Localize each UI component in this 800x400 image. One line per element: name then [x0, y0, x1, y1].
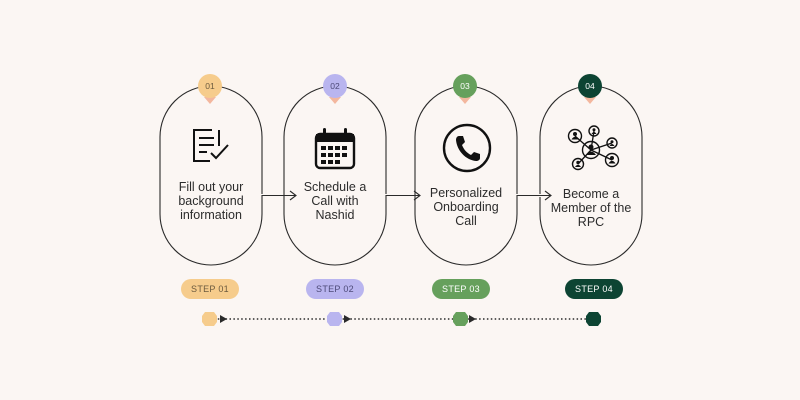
step-2-description-line-3: Nashid: [315, 208, 355, 222]
connector-2-3: [385, 194, 420, 197]
step-4-description-line-3: RPC: [577, 215, 605, 229]
connectors: [261, 190, 552, 201]
step-1-badge-pointer: [204, 97, 216, 104]
step-2-description-line-1: Schedule a: [303, 180, 367, 194]
step-4-description: Become a Member of the RPC: [541, 187, 641, 229]
step-2-badge: [323, 74, 347, 98]
connector-3-4-arrowhead: [544, 190, 552, 201]
step-3-capsule-outline: [414, 85, 518, 266]
network-people-icon: [567, 125, 620, 171]
timeline-node-3: [453, 312, 468, 326]
form-checklist-icon: [193, 129, 229, 162]
step-3-description-line-3: Call: [455, 214, 477, 228]
timeline-node-4: [586, 312, 601, 326]
connector-1-2: [261, 194, 296, 197]
step-2-capsule-outline: [283, 85, 387, 266]
connector-1-2-arrowhead: [289, 190, 297, 201]
step-3-badge-pointer: [459, 97, 471, 104]
step-3-description-line-1: Personalized: [429, 186, 503, 200]
connector-3-4: [516, 194, 551, 197]
step-3-description-line-2: Onboarding: [433, 200, 499, 214]
timeline-arrow-1: [220, 315, 227, 323]
timeline-node-1: [202, 312, 217, 326]
step-4-badge-number: 04: [585, 81, 595, 91]
step-1-badge: [198, 74, 222, 98]
step-4: 04: [539, 74, 643, 266]
step-1-pill: STEP 01: [181, 279, 239, 299]
phone-icon: [442, 123, 492, 173]
step-4-badge: [578, 74, 602, 98]
step-1-badge-number: 01: [205, 81, 215, 91]
step-2-badge-number: 02: [330, 81, 340, 91]
step-1-description-line-1: Fill out your: [178, 180, 244, 194]
timeline: [202, 312, 601, 326]
timeline-node-2: [327, 312, 342, 326]
step-2: 02: [283, 74, 387, 266]
step-3-badge: [453, 74, 477, 98]
step-1-description: Fill out your background information: [160, 180, 262, 222]
step-1-description-line-2: background: [178, 194, 244, 208]
timeline-arrow-2: [344, 315, 351, 323]
step-1-capsule-outline: [159, 85, 263, 266]
connector-2-3-arrowhead: [413, 190, 421, 201]
step-4-capsule-outline: [539, 85, 643, 266]
step-4-pill: STEP 04: [565, 279, 623, 299]
step-2-description: Schedule a Call with Nashid: [285, 180, 385, 222]
step-3-pill: STEP 03: [432, 279, 490, 299]
step-2-pill: STEP 02: [306, 279, 364, 299]
step-2-badge-pointer: [329, 97, 341, 104]
step-3: 03: [414, 74, 518, 266]
step-1: 01: [159, 74, 263, 266]
step-2-description-line-2: Call with: [311, 194, 359, 208]
step-3-description: Personalized Onboarding Call: [416, 186, 516, 228]
step-4-badge-pointer: [584, 97, 596, 104]
step-3-badge-number: 03: [460, 81, 470, 91]
calendar-icon: [314, 128, 356, 170]
step-1-description-line-3: information: [180, 208, 242, 222]
step-4-description-line-2: Member of the: [550, 201, 632, 215]
step-4-description-line-1: Become a: [562, 187, 620, 201]
timeline-arrow-3: [469, 315, 476, 323]
